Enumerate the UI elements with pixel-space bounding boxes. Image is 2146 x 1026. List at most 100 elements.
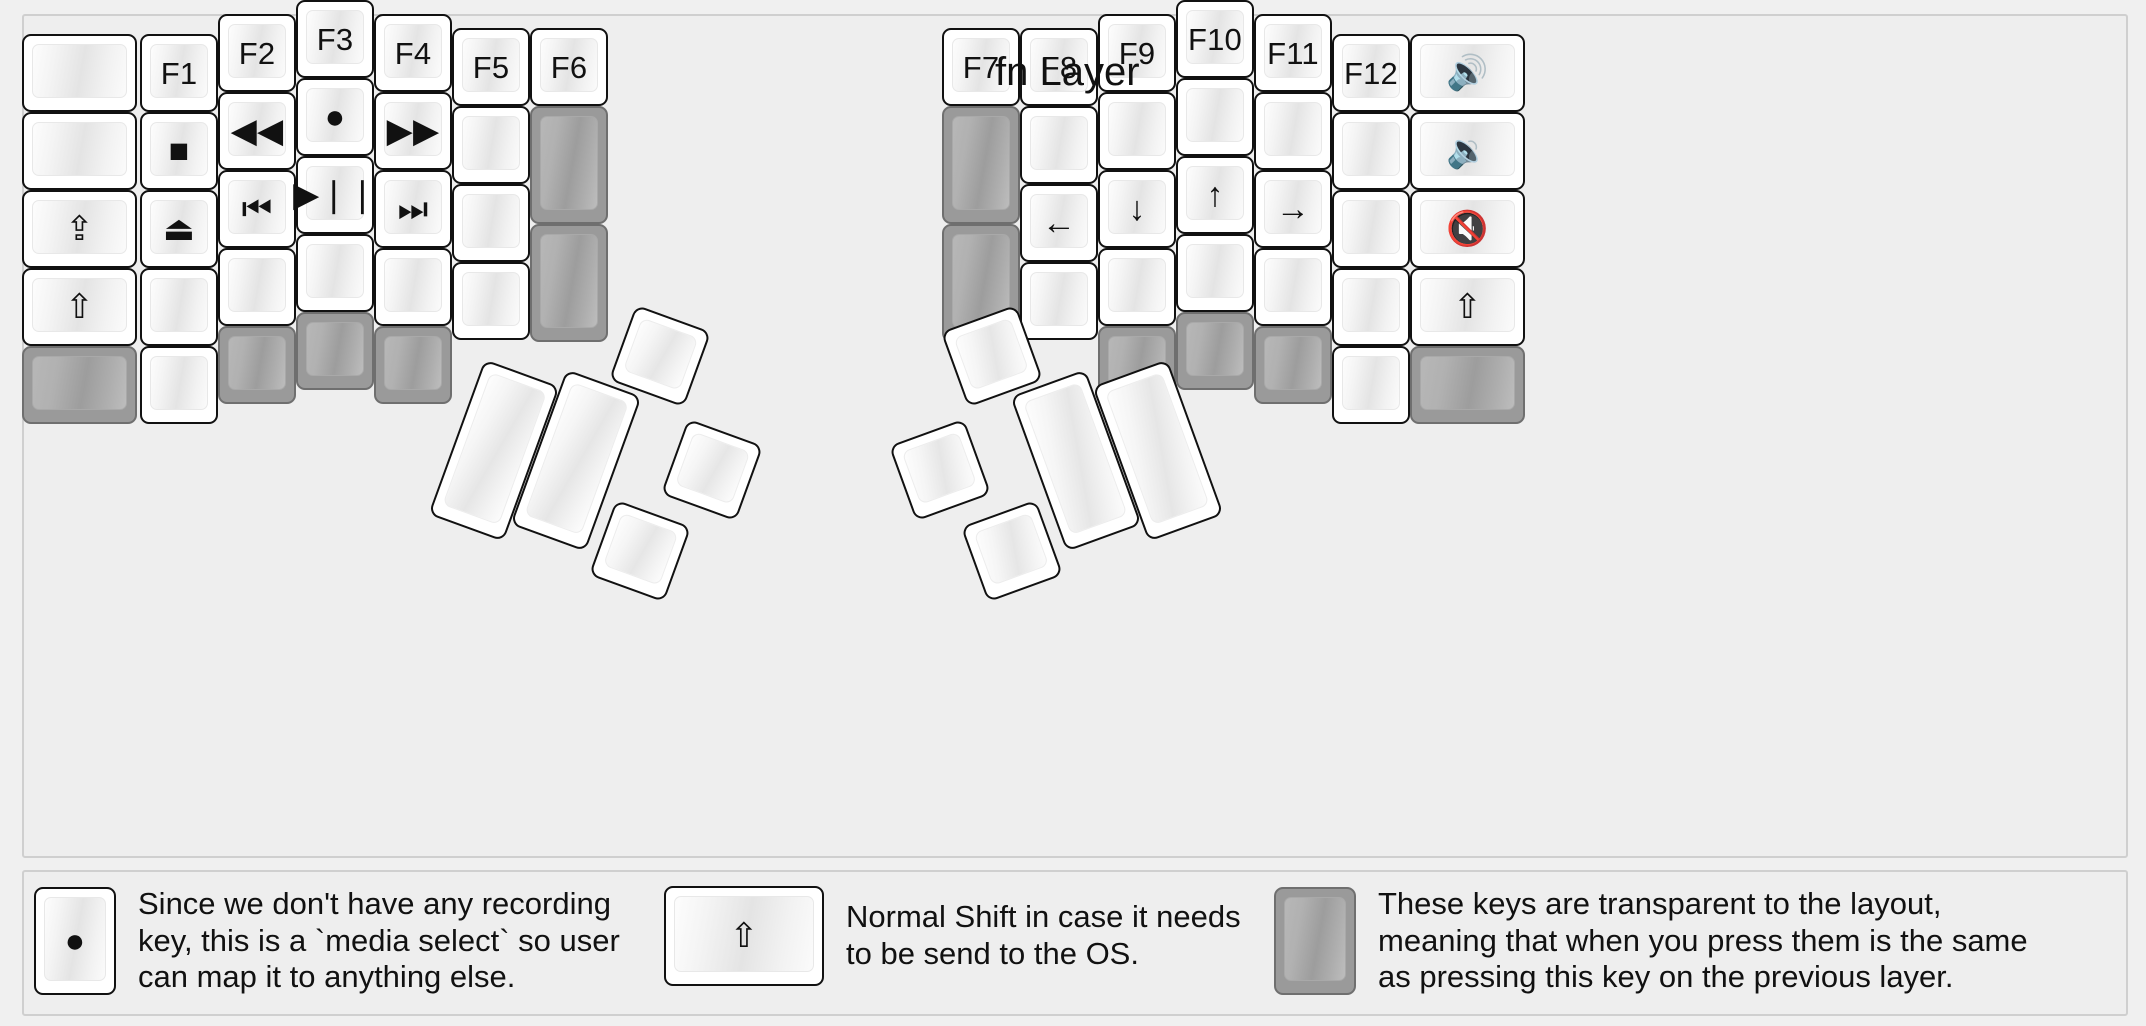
key-arrow-right-cap: [1264, 180, 1322, 234]
key-f7-label: F7: [962, 49, 1000, 85]
key-stop[interactable]: ■: [140, 112, 218, 190]
key-blank-l2r4-cap: [150, 278, 208, 332]
key-blank-l2r4[interactable]: [140, 268, 218, 346]
key-trans-l3r5[interactable]: [218, 326, 296, 404]
thumb-key-l-small-bot[interactable]: [588, 499, 692, 603]
key-rewind[interactable]: ◀◀: [218, 92, 296, 170]
key-trans-l4r5-cap: [306, 322, 364, 376]
key-trans-l7-tall-b[interactable]: [530, 224, 608, 342]
key-trans-r4r5[interactable]: [1176, 312, 1254, 390]
key-play-pause-label: ▶❘❘: [293, 176, 377, 214]
key-f5[interactable]: F5: [452, 28, 530, 106]
key-f5-label: F5: [472, 49, 510, 85]
key-fast-forward[interactable]: ▶▶: [374, 92, 452, 170]
key-f1[interactable]: F1: [140, 34, 218, 112]
key-volume-up[interactable]: 🔊: [1410, 34, 1525, 112]
key-volume-up-label: 🔊: [1446, 54, 1489, 92]
key-blank-r2r2[interactable]: [1020, 106, 1098, 184]
key-arrow-up[interactable]: ↑: [1176, 156, 1254, 234]
key-blank-l4r4[interactable]: [296, 234, 374, 312]
key-blank-l6r2[interactable]: [452, 106, 530, 184]
thumb-key-l-small-bot-cap: [602, 512, 679, 586]
key-f9[interactable]: F9: [1098, 14, 1176, 92]
key-blank-r4r2[interactable]: [1176, 78, 1254, 156]
key-f2-cap: [228, 24, 286, 78]
legend-transparent: These keys are transparent to the layout…: [1274, 886, 2028, 996]
key-trans-l5r5[interactable]: [374, 326, 452, 404]
thumb-key-r-small-bot-cap: [973, 512, 1050, 586]
key-arrow-down[interactable]: ↓: [1098, 170, 1176, 248]
key-blank-r6r5[interactable]: [1332, 346, 1410, 424]
key-blank-l3r4-cap: [228, 258, 286, 312]
key-blank-l6r4[interactable]: [452, 262, 530, 340]
key-blank-r2r4-cap: [1030, 272, 1088, 326]
key-blank-r3r2[interactable]: [1098, 92, 1176, 170]
key-blank-l4r4-cap: [306, 244, 364, 298]
key-blank-l6r3-cap: [462, 194, 520, 248]
key-trans-r7r5-cap: [1420, 356, 1515, 410]
key-f9-label: F9: [1118, 35, 1156, 71]
key-trans-r5r5[interactable]: [1254, 326, 1332, 404]
key-trans-r4r5-cap: [1186, 322, 1244, 376]
key-shift-left-label: ⇧: [65, 288, 94, 326]
key-trans-r7r5[interactable]: [1410, 346, 1525, 424]
key-arrow-right[interactable]: →: [1254, 170, 1332, 248]
key-prev-track[interactable]: ⏮: [218, 170, 296, 248]
key-f7[interactable]: F7: [942, 28, 1020, 106]
key-volume-mute[interactable]: 🔇: [1410, 190, 1525, 268]
key-shift-right[interactable]: ⇧: [1410, 268, 1525, 346]
legend-transparent-key-cap: [1284, 896, 1346, 981]
key-shift-left[interactable]: ⇧: [22, 268, 137, 346]
key-blank-r4r4[interactable]: [1176, 234, 1254, 312]
key-f10[interactable]: F10: [1176, 0, 1254, 78]
page-title: fn Layer: [995, 50, 1140, 94]
key-record[interactable]: ●: [296, 78, 374, 156]
key-play-pause[interactable]: ▶❘❘: [293, 156, 377, 234]
key-blank-r6r4[interactable]: [1332, 268, 1410, 346]
key-f4-cap: [384, 24, 442, 78]
key-blank-r6r3-cap: [1342, 200, 1400, 254]
key-blank-r3r4[interactable]: [1098, 248, 1176, 326]
key-caps-lock[interactable]: ⇪: [22, 190, 137, 268]
key-arrow-left[interactable]: ←: [1020, 184, 1098, 262]
legend-shift-key: ⇧: [664, 886, 824, 986]
key-trans-l4r5[interactable]: [296, 312, 374, 390]
key-blank-r5r4[interactable]: [1254, 248, 1332, 326]
key-blank-r6r2[interactable]: [1332, 112, 1410, 190]
key-f11[interactable]: F11: [1254, 14, 1332, 92]
thumb-key-r-small-top-cap: [953, 317, 1030, 391]
key-next-track-label: ⏭: [397, 190, 429, 228]
key-blank-r6r3[interactable]: [1332, 190, 1410, 268]
thumb-key-r-small-bot[interactable]: [960, 499, 1064, 603]
key-blank-l2r5[interactable]: [140, 346, 218, 424]
key-blank-l6r3[interactable]: [452, 184, 530, 262]
key-eject[interactable]: ⏏: [140, 190, 218, 268]
key-trans-r1-tall-a[interactable]: [942, 106, 1020, 224]
thumb-key-l-small-mid[interactable]: [660, 418, 764, 522]
key-next-track[interactable]: ⏭: [374, 170, 452, 248]
key-f2[interactable]: F2: [218, 14, 296, 92]
legend-transparent-key: [1274, 886, 1356, 995]
key-blank-l3r4[interactable]: [218, 248, 296, 326]
key-blank-l1r1[interactable]: [22, 34, 137, 112]
key-f10-label: F10: [1187, 21, 1243, 57]
key-f12[interactable]: F12: [1332, 34, 1410, 112]
legend-panel: ●Since we don't have any recording key, …: [22, 870, 2128, 1016]
key-trans-l1r5[interactable]: [22, 346, 137, 424]
key-rewind-cap: [228, 102, 286, 156]
key-blank-l5r4[interactable]: [374, 248, 452, 326]
key-f3[interactable]: F3: [296, 0, 374, 78]
thumb-key-r-small-mid[interactable]: [888, 418, 992, 522]
key-record-cap: [306, 88, 364, 142]
key-blank-l1r2[interactable]: [22, 112, 137, 190]
key-volume-down[interactable]: 🔉: [1410, 112, 1525, 190]
key-f4[interactable]: F4: [374, 14, 452, 92]
key-rewind-label: ◀◀: [230, 112, 284, 150]
key-f8[interactable]: F8: [1020, 28, 1098, 106]
key-blank-r2r4[interactable]: [1020, 262, 1098, 340]
key-trans-l7-tall-a[interactable]: [530, 106, 608, 224]
key-blank-r5r2[interactable]: [1254, 92, 1332, 170]
key-blank-l6r2-cap: [462, 116, 520, 170]
key-f6[interactable]: F6: [530, 28, 608, 106]
